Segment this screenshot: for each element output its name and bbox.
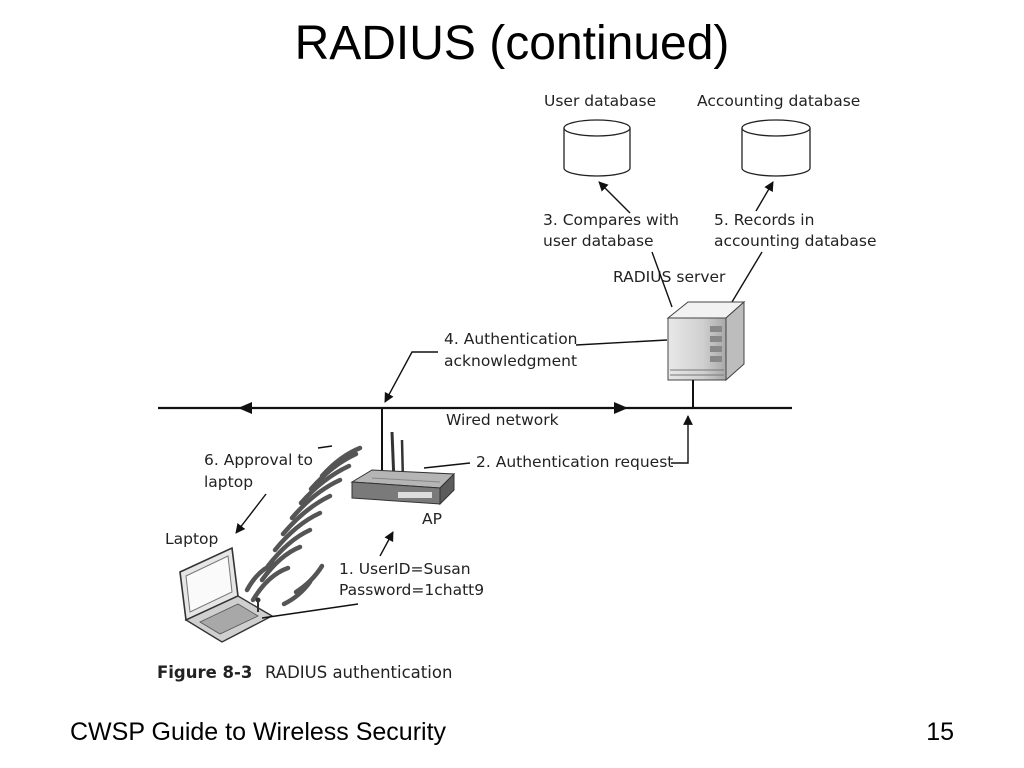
access-point-icon	[350, 431, 456, 506]
figure-number: Figure 8-3	[157, 663, 252, 682]
accounting-database-label: Accounting database	[697, 92, 860, 110]
ap-label: AP	[422, 510, 442, 528]
step5-arrow	[755, 181, 774, 212]
wired-network-label: Wired network	[446, 411, 559, 429]
step5-line2: accounting database	[714, 232, 877, 250]
step1-label: 1. UserID=Susan Password=1chatt9	[339, 560, 484, 599]
radius-server-label: RADIUS server	[613, 268, 726, 286]
step6-line1: 6. Approval to	[204, 451, 313, 469]
laptop-label: Laptop	[165, 530, 218, 548]
step6-line2: laptop	[204, 473, 253, 491]
footer-page-number: 15	[926, 718, 954, 746]
server-to-step5-line	[728, 251, 763, 308]
step6-arrow	[235, 493, 267, 534]
step4-line1: 4. Authentication	[444, 330, 578, 348]
figure-caption: RADIUS authentication	[265, 663, 452, 682]
step2-label: 2. Authentication request	[476, 453, 673, 471]
laptop-icon	[179, 546, 274, 643]
user-database-label: User database	[544, 92, 656, 110]
server-to-step3-line	[651, 251, 673, 308]
step2-line-left	[423, 462, 471, 469]
step6-label: 6. Approval to laptop	[204, 451, 318, 491]
step3-line1: 3. Compares with	[543, 211, 679, 229]
radius-server-icon	[666, 300, 746, 382]
step1-line	[261, 603, 359, 619]
radio-waves-icon	[244, 445, 363, 607]
slide-title: RADIUS (continued)	[294, 17, 730, 70]
accounting-database-icon	[741, 119, 811, 177]
network-arrow-right	[614, 402, 628, 414]
step1-arrow	[379, 531, 394, 557]
step3-line2: user database	[543, 232, 654, 250]
user-database-icon	[563, 119, 631, 177]
step4-line2: acknowledgment	[444, 352, 577, 370]
step4-arrow	[575, 339, 668, 346]
step5-label: 5. Records in accounting database	[714, 211, 877, 250]
step1-line2: Password=1chatt9	[339, 581, 484, 599]
step3-arrow	[598, 181, 631, 214]
step4-arrow-lead	[384, 351, 438, 403]
step6-line	[317, 445, 333, 449]
step1-line1: 1. UserID=Susan	[339, 560, 471, 578]
step2-arrow	[671, 415, 693, 464]
step4-label: 4. Authentication acknowledgment	[444, 330, 582, 370]
network-arrow-left	[238, 402, 252, 414]
step3-label: 3. Compares with user database	[543, 211, 684, 250]
footer-course-title: CWSP Guide to Wireless Security	[70, 718, 447, 746]
step5-line1: 5. Records in	[714, 211, 814, 229]
